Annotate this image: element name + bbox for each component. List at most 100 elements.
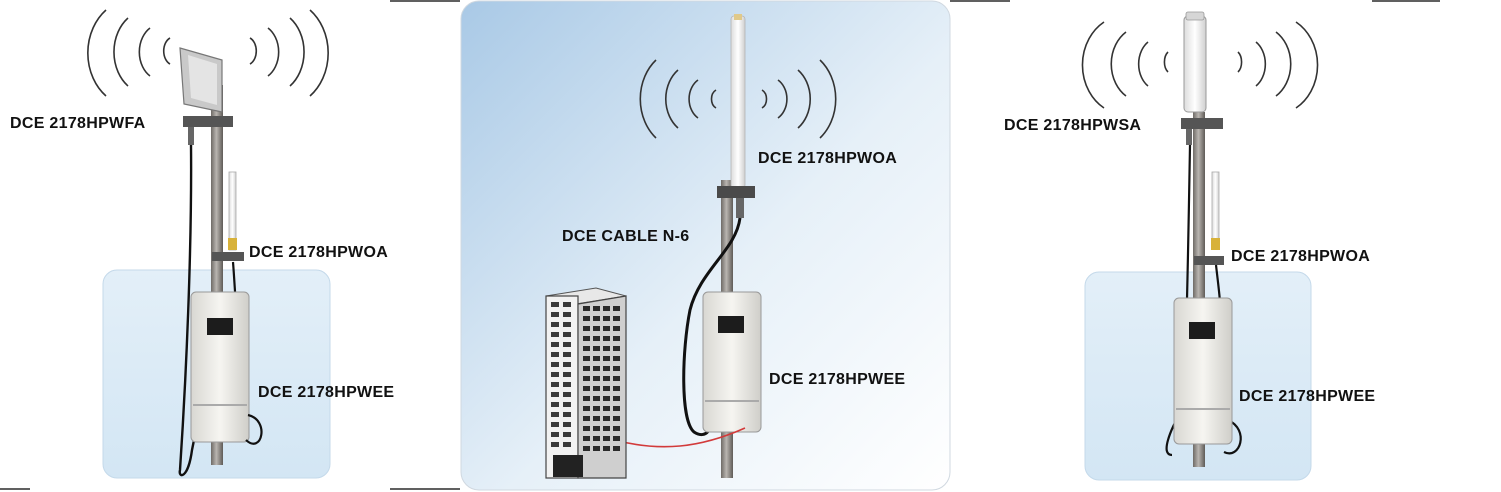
center-signal-waves xyxy=(639,59,837,139)
center-unit-label: DCE 2178HPWEE xyxy=(769,371,906,388)
building-window xyxy=(551,332,559,337)
center-coax-cable xyxy=(682,217,742,437)
building-window xyxy=(583,306,590,311)
building-window xyxy=(593,306,600,311)
building-window xyxy=(583,416,590,421)
left-omni-antenna-label: DCE 2178HPWOA xyxy=(249,244,389,261)
building-window xyxy=(583,406,590,411)
building-window xyxy=(551,392,559,397)
building-window xyxy=(603,376,610,381)
right-signal-waves xyxy=(1081,21,1319,109)
building-window xyxy=(603,396,610,401)
building-window xyxy=(551,432,559,437)
building-window xyxy=(613,366,620,371)
building-window xyxy=(551,412,559,417)
building-window xyxy=(593,346,600,351)
building-window xyxy=(603,416,610,421)
building-window xyxy=(613,326,620,331)
building-window xyxy=(603,446,610,451)
building-window xyxy=(593,336,600,341)
building-window xyxy=(593,316,600,321)
building-window xyxy=(563,372,571,377)
building-window xyxy=(613,396,620,401)
building-window xyxy=(613,406,620,411)
building-window xyxy=(593,356,600,361)
building-window xyxy=(603,386,610,391)
center-outdoor-unit xyxy=(702,291,762,433)
building-window xyxy=(613,426,620,431)
left-outdoor-unit xyxy=(190,291,250,443)
building-window xyxy=(551,402,559,407)
building-window xyxy=(603,316,610,321)
left-setup xyxy=(87,9,331,479)
building-window xyxy=(563,352,571,357)
right-omni-antenna-label: DCE 2178HPWOA xyxy=(1231,248,1371,265)
center-cable-label: DCE CABLE N-6 xyxy=(562,228,690,245)
building-window xyxy=(583,376,590,381)
right-setup xyxy=(1081,11,1319,481)
right-outdoor-unit xyxy=(1173,297,1233,445)
building-window xyxy=(603,426,610,431)
building-window xyxy=(613,416,620,421)
building-window xyxy=(551,422,559,427)
building-window xyxy=(583,386,590,391)
right-unit-label: DCE 2178HPWEE xyxy=(1239,388,1376,405)
building-window xyxy=(593,376,600,381)
building-window xyxy=(583,396,590,401)
building-window xyxy=(563,302,571,307)
building-window xyxy=(603,366,610,371)
right-panel-antenna-label: DCE 2178HPWSA xyxy=(1004,117,1142,134)
building-window xyxy=(551,322,559,327)
building-window xyxy=(563,312,571,317)
building-window xyxy=(551,312,559,317)
building-window xyxy=(551,382,559,387)
building-window xyxy=(583,346,590,351)
building-window xyxy=(563,432,571,437)
building-window xyxy=(593,326,600,331)
building-window xyxy=(583,326,590,331)
center-building xyxy=(545,287,627,479)
building-window xyxy=(593,396,600,401)
right-omni-bracket xyxy=(1194,256,1224,265)
building-window xyxy=(593,386,600,391)
building-window xyxy=(551,362,559,367)
building-window xyxy=(563,362,571,367)
center-omni-bracket xyxy=(717,186,755,198)
building-window xyxy=(613,346,620,351)
building-window xyxy=(583,446,590,451)
building-window xyxy=(603,356,610,361)
building-window xyxy=(551,442,559,447)
building-window xyxy=(603,326,610,331)
center-setup xyxy=(460,0,951,491)
building-window xyxy=(563,342,571,347)
left-sector-antenna-label: DCE 2178HPWFA xyxy=(10,115,146,132)
left-signal-waves xyxy=(87,9,329,97)
building-window xyxy=(551,302,559,307)
building-window xyxy=(613,376,620,381)
building-window xyxy=(613,336,620,341)
center-omni-antenna xyxy=(730,15,746,189)
building-window xyxy=(603,436,610,441)
building-window xyxy=(563,322,571,327)
building-window xyxy=(593,426,600,431)
building-window xyxy=(603,346,610,351)
right-omni-antenna xyxy=(1211,171,1220,249)
building-window xyxy=(583,316,590,321)
center-omni-antenna-label: DCE 2178HPWOA xyxy=(758,150,898,167)
building-window xyxy=(551,352,559,357)
building-window xyxy=(603,306,610,311)
building-window xyxy=(593,436,600,441)
building-window xyxy=(563,382,571,387)
building-window xyxy=(583,436,590,441)
building-window xyxy=(551,372,559,377)
building-window xyxy=(563,402,571,407)
left-omni-bracket xyxy=(212,252,244,261)
building-window xyxy=(593,366,600,371)
building-window xyxy=(563,412,571,417)
building-window xyxy=(613,306,620,311)
left-unit-label: DCE 2178HPWEE xyxy=(258,384,395,401)
building-window xyxy=(613,436,620,441)
building-window xyxy=(563,442,571,447)
building-window xyxy=(583,366,590,371)
